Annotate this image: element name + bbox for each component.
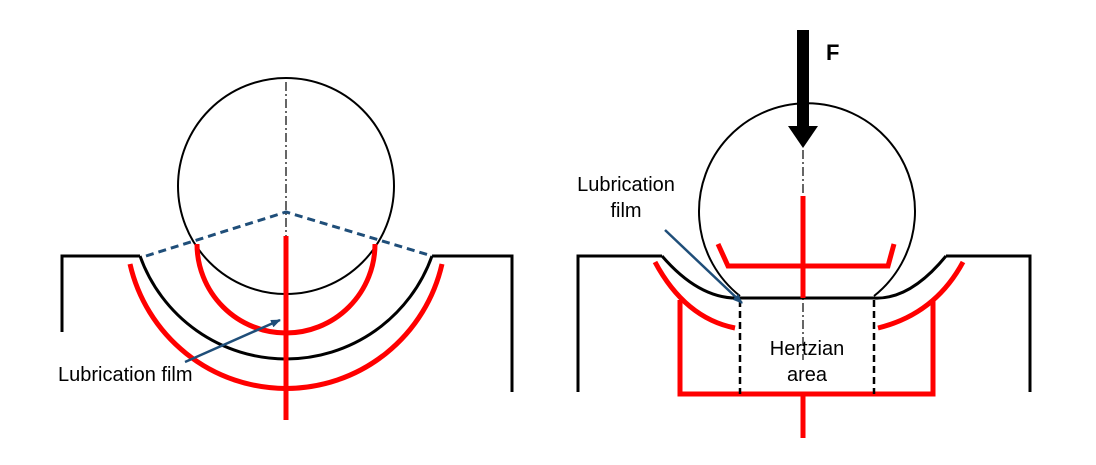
right-seat-outline-right — [946, 254, 1032, 392]
right-seat-concave-surface — [660, 255, 948, 300]
left-seat-outline-right — [432, 254, 514, 392]
left-seat-outline-left — [60, 254, 140, 332]
right-inner-pressure-bracket — [715, 242, 897, 269]
hertz-label-line2: area — [787, 364, 828, 386]
right-seat-outline-left — [576, 254, 662, 392]
right-film-arrow — [664, 229, 743, 304]
right-outer-pressure-arc-right — [877, 260, 966, 331]
left-contact-angle-lines — [145, 210, 433, 258]
hertz-label-line1: Hertzian — [770, 338, 844, 360]
right-film-label-line2: film — [610, 200, 641, 222]
right-lower-pressure-frame — [677, 300, 936, 397]
left-film-label: Lubrication film — [58, 364, 193, 386]
right-panel: F Lubrication film Hertzian area — [576, 30, 1032, 438]
left-panel: Lubrication film — [58, 77, 514, 420]
force-label: F — [826, 40, 839, 65]
right-outer-pressure-arc-left — [652, 260, 736, 331]
force-arrow-icon — [788, 30, 818, 148]
left-film-arrow — [184, 318, 281, 364]
right-film-label-line1: Lubrication — [577, 174, 675, 196]
